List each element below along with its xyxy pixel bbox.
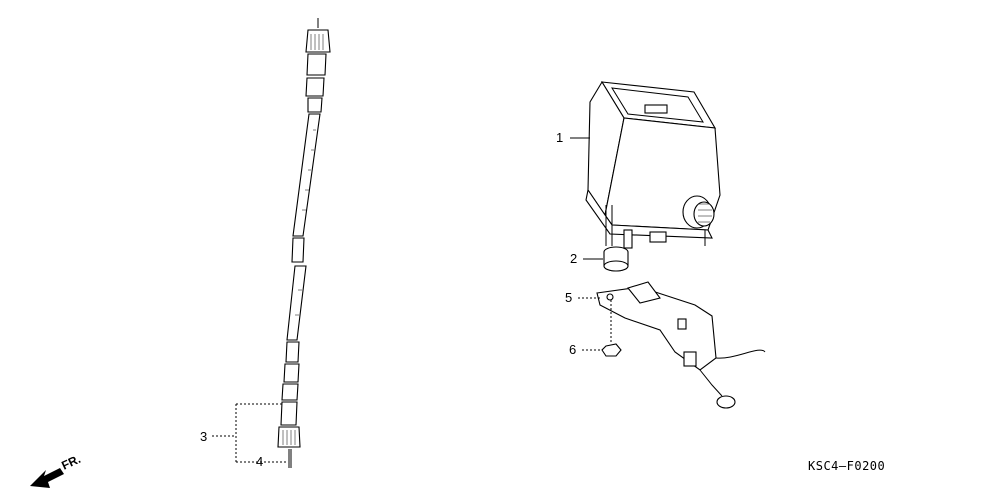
svg-text:FR.: FR. — [59, 452, 82, 473]
svg-text:6: 6 — [569, 342, 576, 357]
callout-4: 4 — [256, 454, 263, 469]
meter-bracket — [596, 281, 766, 409]
svg-text:2: 2 — [570, 251, 577, 266]
callout-1: 1 — [556, 130, 590, 145]
callout-5: 5 — [565, 290, 600, 305]
callout-3: 3 — [200, 429, 207, 444]
callout-6: 6 — [569, 342, 601, 357]
direction-indicator: FR. — [30, 452, 83, 488]
svg-text:3: 3 — [200, 429, 207, 444]
figure-code: KSC4—F0200 — [808, 459, 885, 473]
callout-2: 2 — [570, 251, 603, 266]
svg-text:1: 1 — [556, 130, 563, 145]
nut — [601, 300, 622, 357]
grommet — [603, 246, 629, 272]
svg-text:5: 5 — [565, 290, 572, 305]
speedometer-cable — [277, 18, 331, 468]
callout-bracket-3-4 — [212, 403, 286, 463]
direction-arrow-icon — [30, 468, 64, 488]
svg-text:4: 4 — [256, 454, 263, 469]
speedometer-assembly — [585, 80, 721, 249]
